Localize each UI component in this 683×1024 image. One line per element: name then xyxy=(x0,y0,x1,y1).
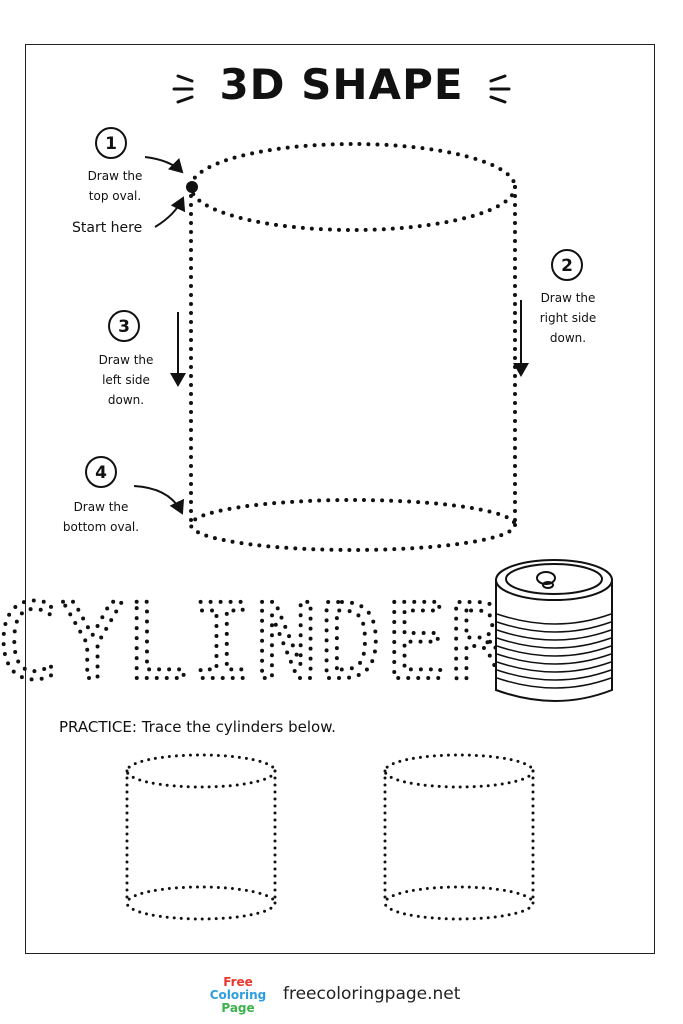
step-2-line2: right side xyxy=(539,311,597,325)
step-1-line2: top oval. xyxy=(88,189,142,203)
step-4-line1: Draw the xyxy=(73,500,129,514)
step-2-line1: Draw the xyxy=(540,291,596,305)
step-arrows xyxy=(133,156,529,515)
step-2-number: 2 xyxy=(561,256,573,276)
step-3-line2: left side xyxy=(102,373,150,387)
logo-word-free: Free xyxy=(223,975,253,989)
page-title: 3D SHAPE xyxy=(219,60,464,109)
title-sparks-left xyxy=(172,74,194,104)
title-sparks-right xyxy=(489,74,511,104)
practice-cylinder-left xyxy=(125,753,277,921)
step-3-number: 3 xyxy=(118,317,130,337)
step-2-instruction: Draw the right side down. xyxy=(528,288,608,348)
start-dot xyxy=(186,181,198,193)
step-4-instruction: Draw the bottom oval. xyxy=(56,497,146,537)
step-3-instruction: Draw the left side down. xyxy=(86,350,166,410)
step-1-number: 1 xyxy=(105,134,117,154)
footer: Free Coloring Page freecoloringpage.net xyxy=(0,970,683,1024)
step-circles xyxy=(85,127,583,488)
logo-word-coloring: Coloring xyxy=(209,988,267,1002)
practice-cylinder-right xyxy=(383,753,535,921)
can-illustration xyxy=(495,559,613,702)
site-url[interactable]: freecoloringpage.net xyxy=(283,984,461,1004)
trace-word-cylinder: CYLINDER xyxy=(0,581,513,703)
step-4-number: 4 xyxy=(95,463,107,483)
step-2-line3: down. xyxy=(549,331,587,345)
step-1-line1: Draw the xyxy=(87,169,143,183)
worksheet-border xyxy=(25,44,655,954)
step-1-instruction: Draw the top oval. xyxy=(70,166,160,206)
step-3-line1: Draw the xyxy=(98,353,154,367)
start-here-label: Start here xyxy=(72,220,143,236)
logo-word-page: Page xyxy=(221,1001,255,1015)
site-logo[interactable]: Free Coloring Page xyxy=(207,974,269,1020)
practice-label: PRACTICE: Trace the cylinders below. xyxy=(59,718,336,736)
step-4-line2: bottom oval. xyxy=(62,520,140,534)
main-cylinder xyxy=(189,142,517,552)
step-3-line3: down. xyxy=(107,393,145,407)
